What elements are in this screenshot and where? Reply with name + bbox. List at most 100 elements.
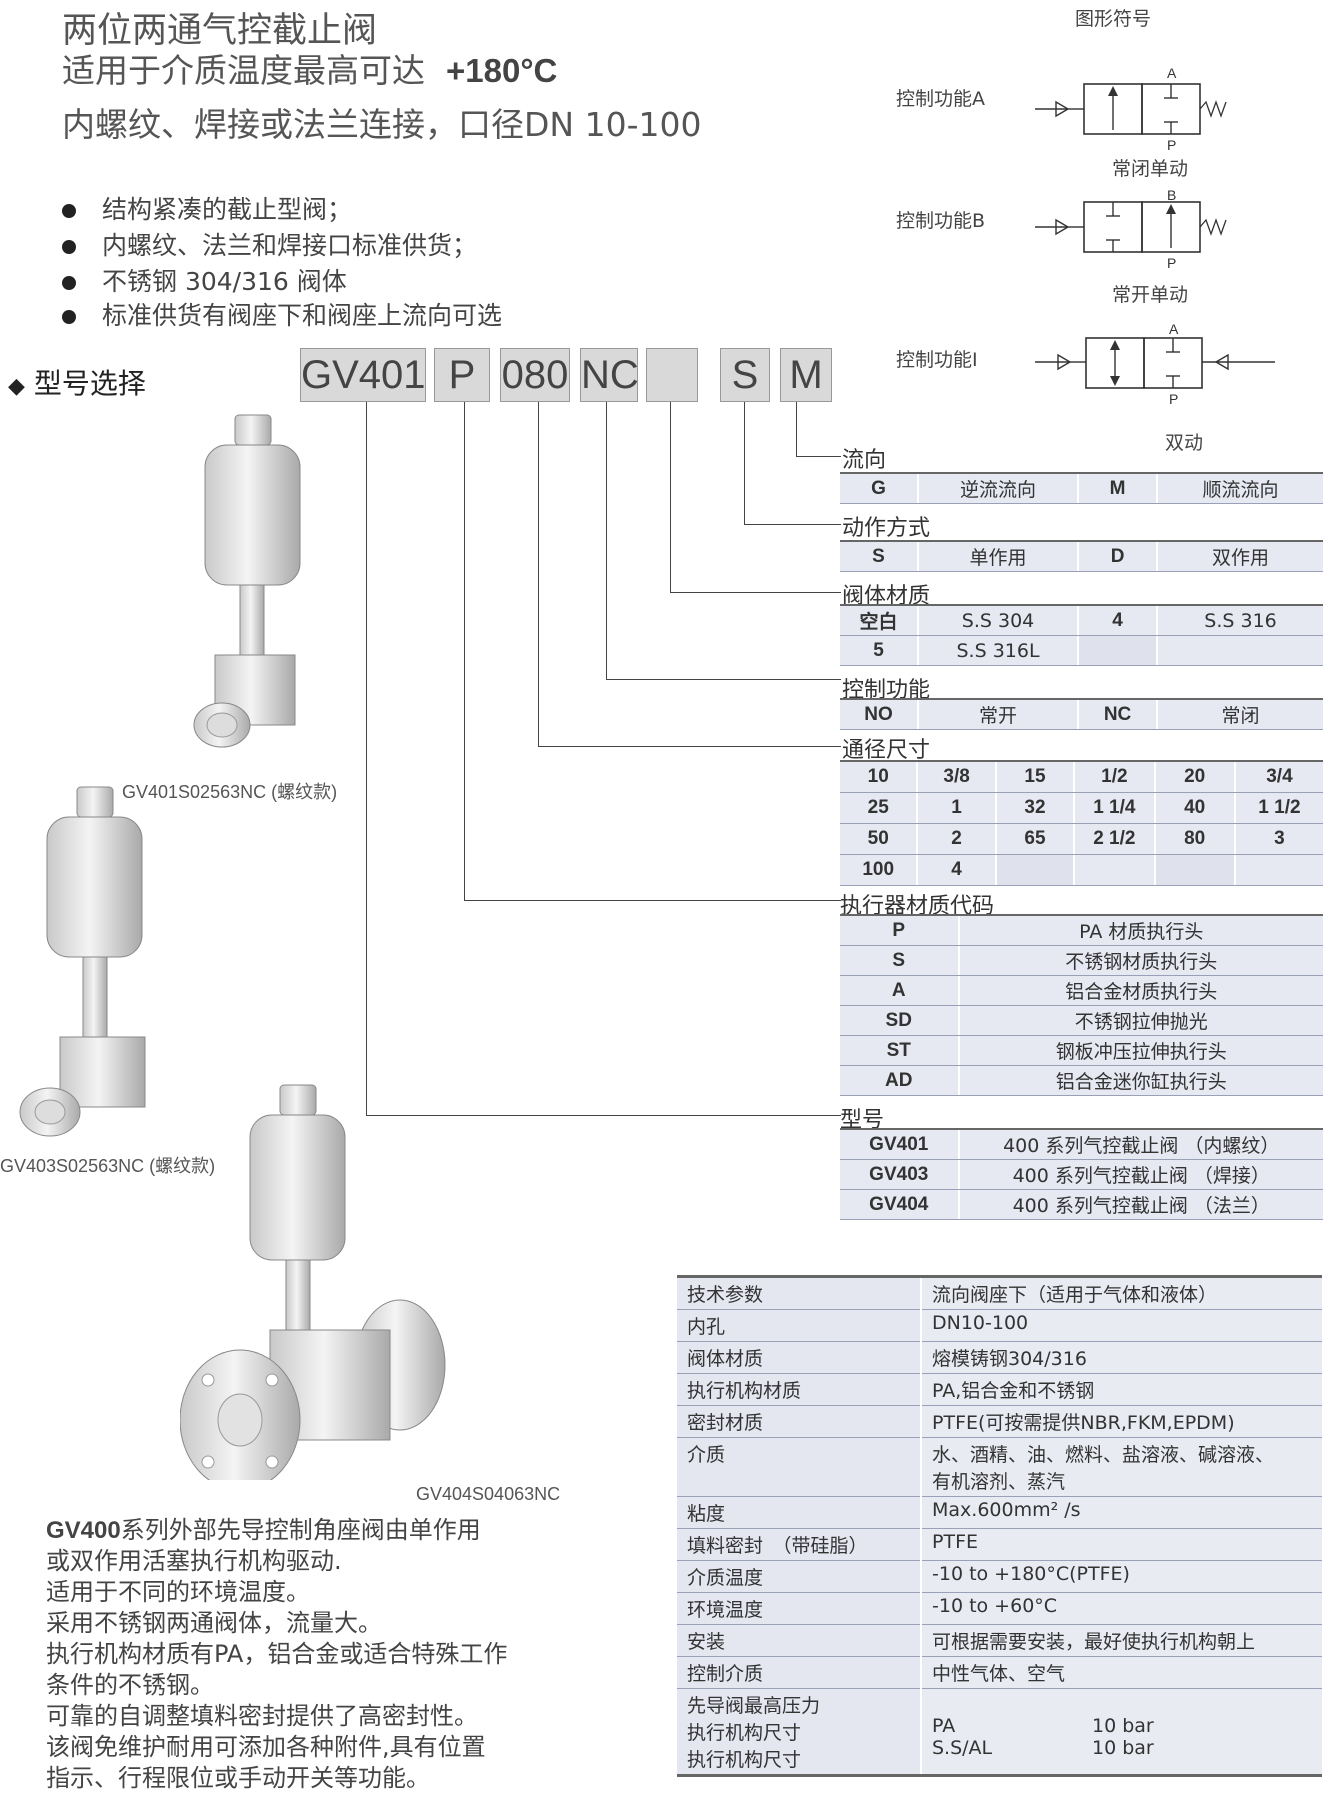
product-caption-gv404: GV404S04063NC — [416, 1484, 561, 1504]
leader-line — [744, 402, 841, 525]
spec-key: 安装 — [677, 1624, 922, 1657]
description-line: 指示、行程限位或手动开关等功能。 — [46, 1764, 430, 1792]
valve-gv403-image — [19, 786, 146, 1137]
feature-item: 结构紧凑的截止型阀； — [62, 190, 502, 226]
option-value: 铝合金迷你缸执行头 — [959, 1066, 1323, 1095]
size-dn: 32 — [996, 793, 1076, 823]
code-segment-body — [646, 348, 698, 402]
spec-key: 粘度 — [677, 1496, 922, 1529]
option-code: D — [1079, 542, 1159, 571]
spec-key: 控制介质 — [677, 1656, 922, 1689]
spec-value: 熔模铸钢304/316 — [921, 1341, 1322, 1374]
size-inch: 2 1/2 — [1075, 824, 1156, 854]
size-inch: 3 — [1235, 824, 1324, 854]
pressure-value: 10 bar — [1092, 1737, 1154, 1759]
code-segment-model: GV401 — [300, 348, 426, 402]
spec-value: 中性气体、空气 — [921, 1656, 1322, 1689]
feature-item: 标准供货有阀座下和阀座上流向可选 — [62, 296, 502, 330]
spec-value: DN10-100 — [921, 1309, 1322, 1342]
option-value: 单作用 — [919, 542, 1080, 571]
subtitle-connection: 内螺纹、焊接或法兰连接，口径DN 10-100 — [62, 105, 702, 144]
option-code: 5 — [840, 636, 920, 665]
table-row: 技术参数流向阀座下（适用于气体和液体） — [677, 1276, 1322, 1310]
actuator-type: PA — [932, 1715, 956, 1737]
spec-value: PTFE — [921, 1528, 1322, 1561]
option-code: A — [840, 976, 960, 1005]
size-dn — [1155, 855, 1236, 885]
size-dn: 50 — [840, 824, 919, 854]
option-value: 逆流流向 — [919, 474, 1080, 503]
size-dn: 25 — [840, 793, 919, 823]
spec-key-line: 执行机构尺寸 — [687, 1749, 802, 1771]
description-line: GV400系列外部先导控制角座阀由单作用 — [46, 1515, 606, 1546]
option-code: S — [840, 946, 960, 975]
spec-value: Max.600mm² /s — [921, 1496, 1322, 1529]
symbol-label-b: 控制功能B — [896, 210, 986, 232]
size-inch: 1 — [918, 793, 997, 823]
spec-value: PA,铝合金和不锈钢 — [921, 1373, 1322, 1406]
option-value: 400 系列气控截止阀 （法兰） — [959, 1190, 1323, 1219]
action-title: 动作方式 — [842, 516, 931, 541]
option-value: 常开 — [919, 700, 1080, 729]
option-code — [1079, 636, 1159, 665]
spec-key: 环境温度 — [677, 1592, 922, 1625]
table-row: 介质水、酒精、油、燃料、盐溶液、碱溶液、有机溶剂、蒸汽 — [677, 1437, 1322, 1497]
option-code: G — [840, 474, 920, 503]
size-inch: 3/8 — [918, 762, 997, 792]
leader-line — [670, 402, 841, 593]
spec-key: 介质 — [677, 1437, 922, 1497]
symbol-i-icon: A P — [1035, 321, 1275, 407]
code-segment-action: S — [720, 348, 770, 402]
code-segment-flow: M — [780, 348, 832, 402]
port-label: A — [1169, 321, 1179, 337]
table-row: 控制介质中性气体、空气 — [677, 1656, 1322, 1689]
description-line: 或双作用活塞执行机构驱动. — [46, 1547, 342, 1575]
size-inch: 4 — [918, 855, 997, 885]
feature-text: 不锈钢 304/316 阀体 — [102, 267, 347, 296]
size-dn: 40 — [1155, 793, 1236, 823]
option-value: 钢板冲压拉伸执行头 — [959, 1036, 1323, 1065]
symbol-a-icon: A P — [1035, 65, 1227, 153]
spec-value: 可根据需要安装，最好使执行机构朝上 — [921, 1624, 1322, 1657]
symbols-title: 图形符号 — [1075, 8, 1152, 30]
size-inch: 2 — [918, 824, 997, 854]
table-row: 阀体材质熔模铸钢304/316 — [677, 1341, 1322, 1374]
option-code: S — [840, 542, 920, 571]
table-row: 环境温度-10 to +60°C — [677, 1592, 1322, 1625]
spec-key: 密封材质 — [677, 1405, 922, 1438]
option-value: S.S 304 — [919, 606, 1080, 635]
option-value: 400 系列气控截止阀 （焊接） — [959, 1160, 1323, 1189]
size-dn: 100 — [840, 855, 919, 885]
option-code: ST — [840, 1036, 960, 1065]
option-value: 400 系列气控截止阀 （内螺纹） — [959, 1130, 1323, 1159]
bullet-icon — [62, 240, 76, 254]
symbol-caption-b: 常开单动 — [1112, 284, 1189, 306]
feature-list: 结构紧凑的截止型阀； 内螺纹、法兰和焊接口标准供货； 不锈钢 304/316 阀… — [62, 190, 502, 330]
port-label: P — [1167, 255, 1176, 271]
option-value: 顺流流向 — [1158, 474, 1323, 503]
description-text: 系列外部先导控制角座阀由单作用 — [120, 1516, 481, 1544]
option-value: S.S 316L — [919, 636, 1080, 665]
option-value: 双作用 — [1158, 542, 1323, 571]
description-line: 执行机构材质有PA，铝合金或适合特殊工作 — [46, 1640, 508, 1668]
symbol-label-a: 控制功能A — [896, 88, 985, 110]
size-dn: 15 — [996, 762, 1076, 792]
feature-text: 标准供货有阀座下和阀座上流向可选 — [102, 301, 503, 330]
spec-value-line: 有机溶剂、蒸汽 — [932, 1471, 1066, 1493]
option-code: GV403 — [840, 1160, 960, 1189]
option-value: 不锈钢拉伸抛光 — [959, 1006, 1323, 1035]
option-value: 铝合金材质执行头 — [959, 976, 1323, 1005]
actuator-type: S.S/AL — [932, 1737, 993, 1759]
option-code: 空白 — [840, 606, 920, 635]
spec-value: -10 to +180°C(PTFE) — [921, 1560, 1322, 1593]
size-inch: 1/2 — [1075, 762, 1156, 792]
